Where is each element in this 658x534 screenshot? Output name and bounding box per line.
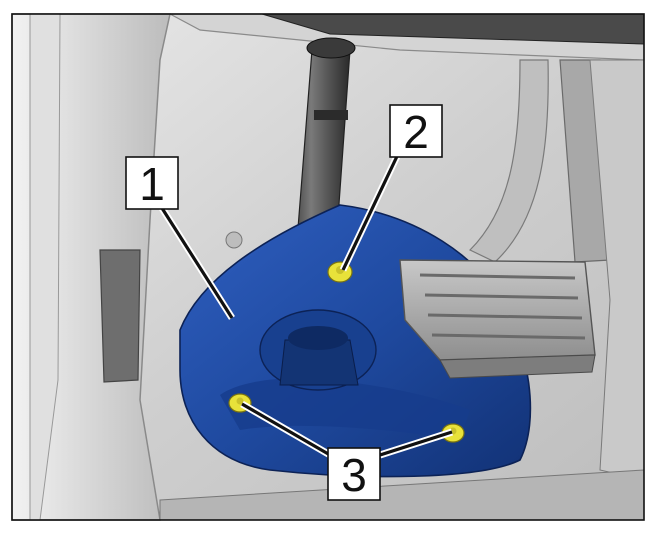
shaft-seat [288,326,348,350]
leader-line-2 [341,149,402,271]
floor-bolt [225,231,243,249]
leader-lines [157,148,454,459]
pedal-ribs [419,273,586,340]
shaft-collar [314,110,348,120]
leader-line-1 [158,204,234,319]
callout-3-label: 3 [341,449,367,501]
callout-2: 2 [389,104,443,158]
callout-2-label: 2 [403,106,429,158]
callout-1: 1 [125,156,179,210]
side-bracket [99,249,141,383]
pedal-edge [439,354,596,379]
shaft-joint [306,37,356,59]
leader-line-3b [379,430,453,457]
callout-3: 3 [327,447,381,501]
leader-line-3a [241,402,331,457]
callout-1-label: 1 [139,158,165,210]
image-border [11,13,645,521]
